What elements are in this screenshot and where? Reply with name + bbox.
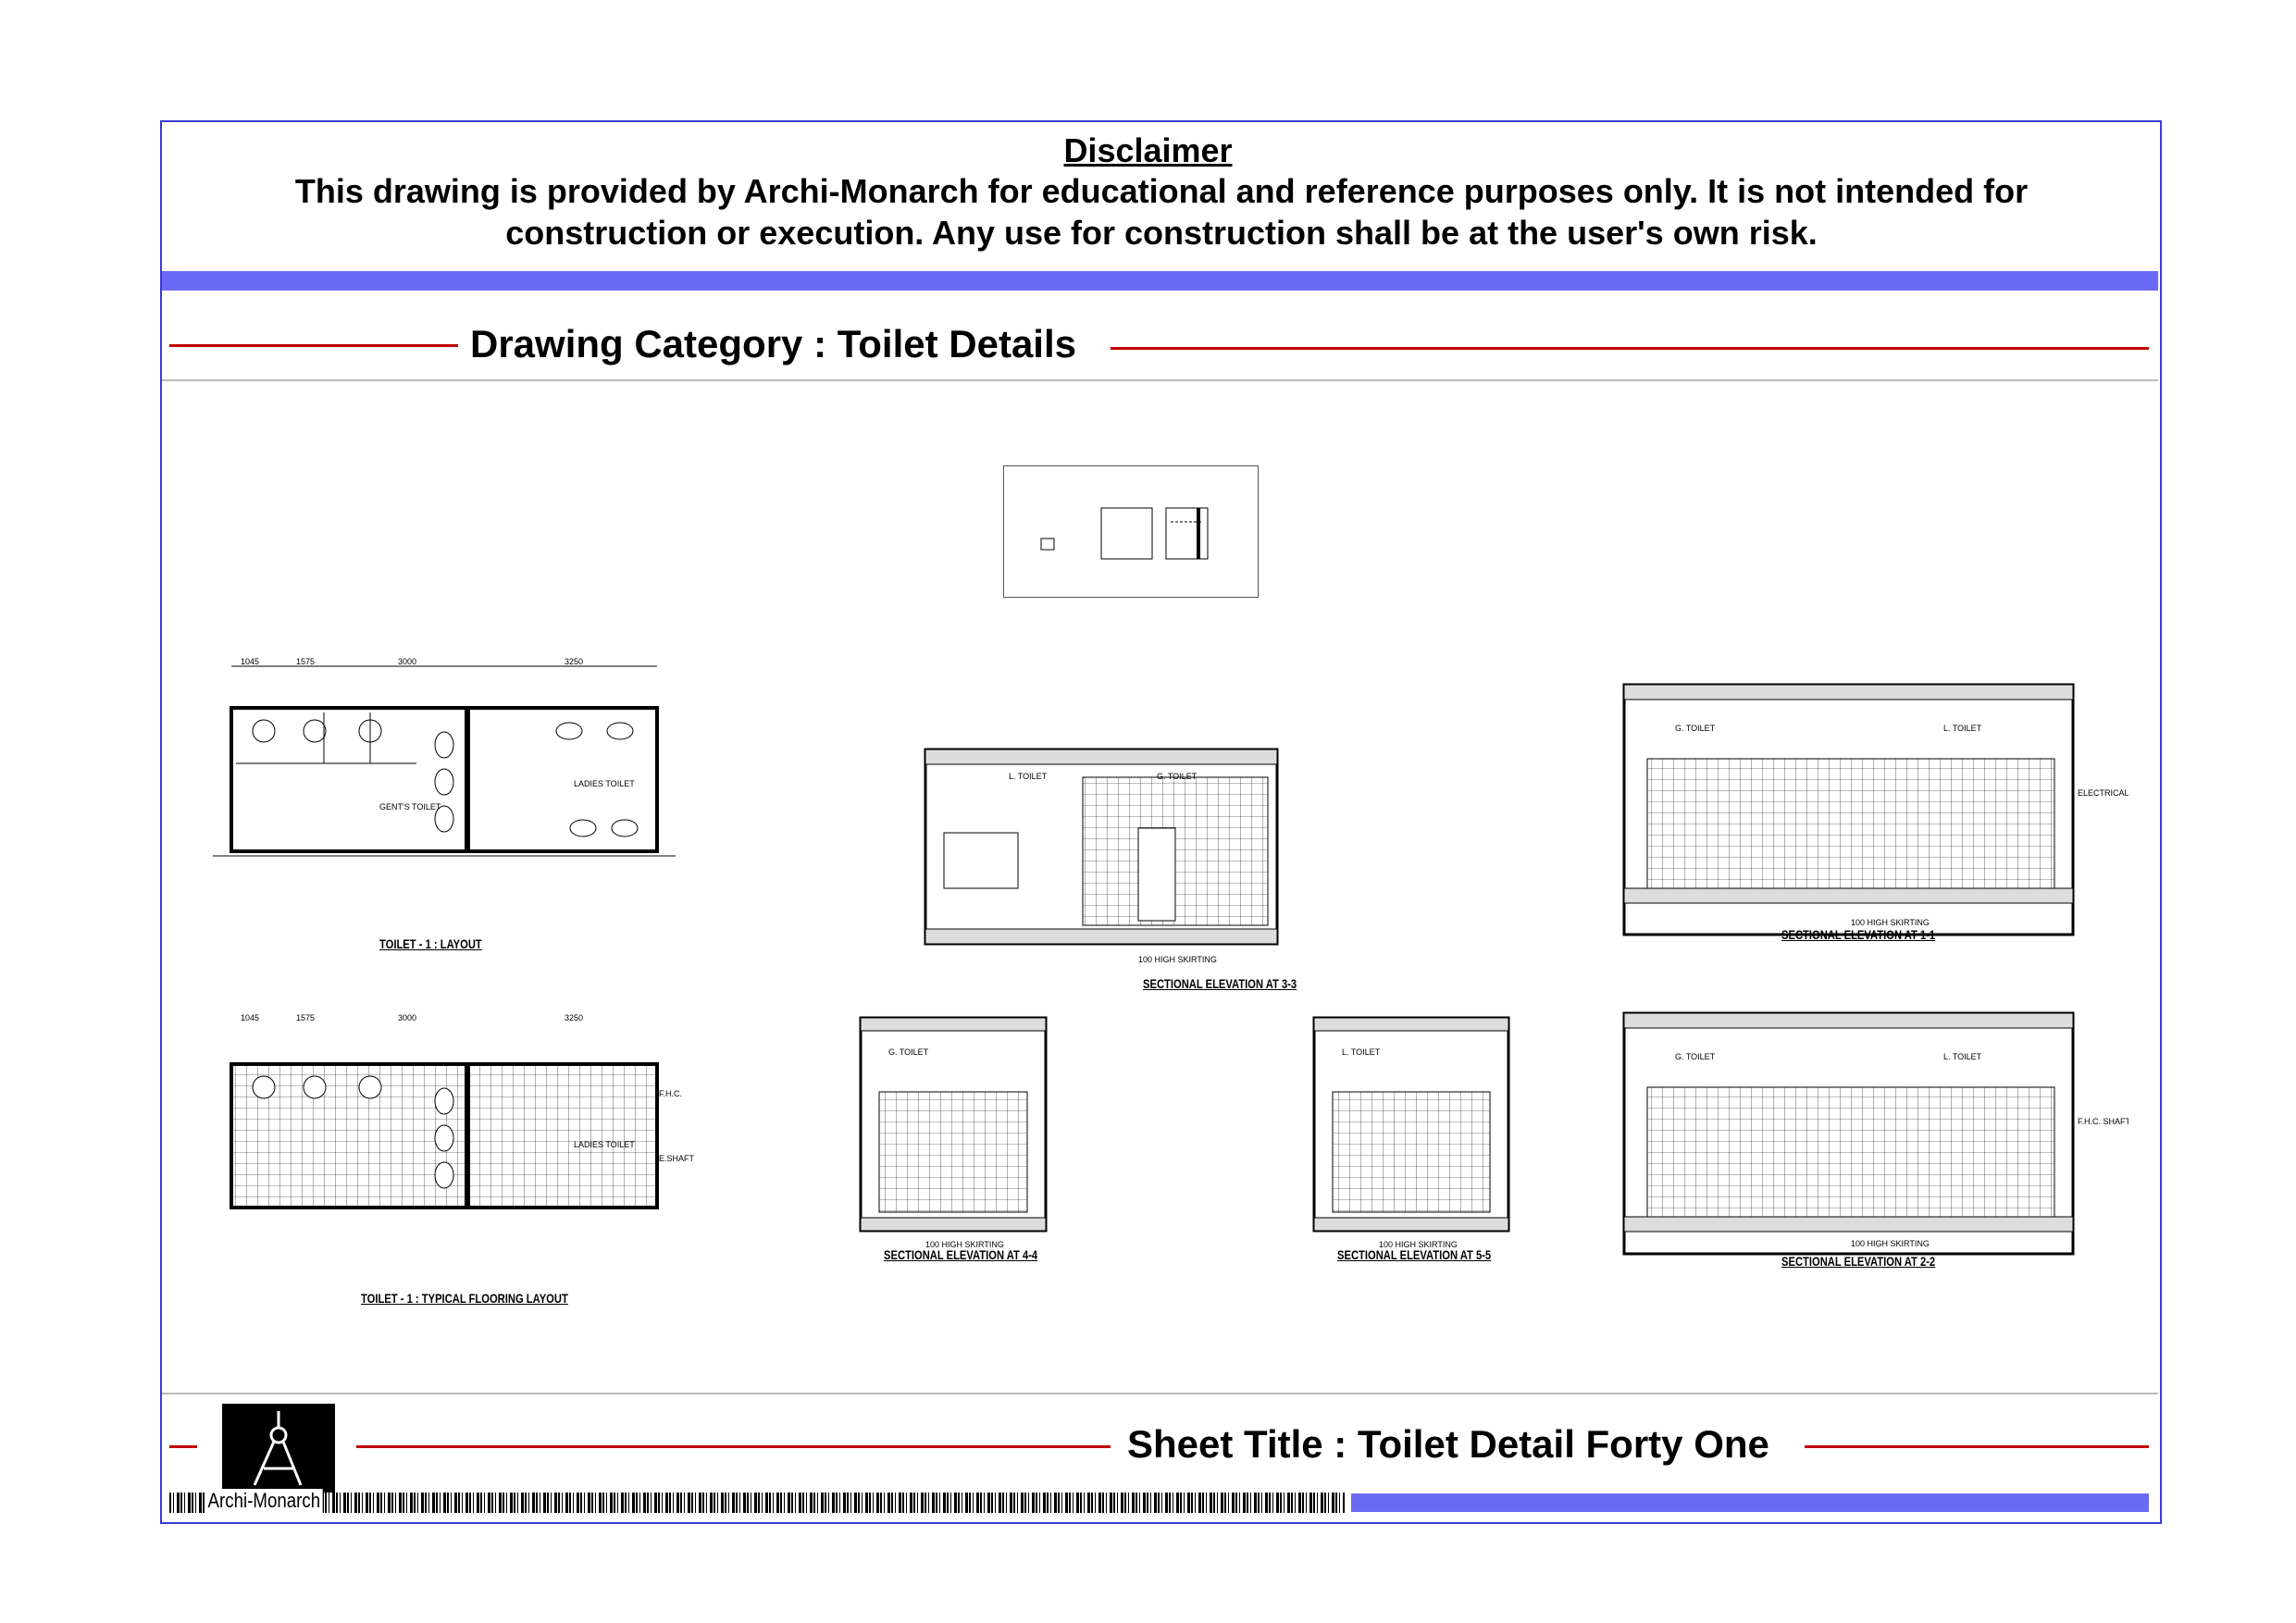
drawing-title: TOILET - 1 : TYPICAL FLOORING LAYOUT [361,1291,568,1306]
room-label: E.SHAFT [659,1154,694,1163]
footer-divider [162,1393,2158,1394]
label: L. TOILET [1342,1047,1381,1057]
brand-name: Archi-Monarch [205,1489,323,1513]
label: G. TOILET [1675,1052,1716,1061]
toilet-layout-plan: 1045 1575 3000 3250 GENT'S TOILET LADIES… [213,629,694,951]
label: L. TOILET [1943,1052,1982,1061]
drawing-title: SECTIONAL ELEVATION AT 4-4 [884,1247,1038,1262]
room-label: GENT'S TOILET [379,802,441,812]
disclaimer-title: Disclaimer [1063,131,1233,169]
header-blue-bar [162,271,2158,291]
room-label: LADIES TOILET [574,779,635,788]
sheet-border [160,120,2162,1524]
dim-label: 3250 [565,1013,583,1022]
drawing-title: SECTIONAL ELEVATION AT 1-1 [1781,927,1936,942]
drawing-category: Drawing Category : Toilet Details [470,322,1076,365]
label: F.H.C. SHAFT [2078,1117,2128,1126]
label: L. TOILET [1009,772,1048,781]
room-label: LADIES TOILET [574,1140,635,1149]
footer-blue-bar [1351,1493,2149,1512]
label: 100 HIGH SKIRTING [1851,1239,1930,1248]
drawing-title: TOILET - 1 : LAYOUT [379,936,482,951]
title-rule-right [1805,1445,2149,1448]
key-plan-thumbnail [1003,465,1259,598]
dim-label: 1045 [241,657,259,666]
label: G. TOILET [888,1047,929,1057]
archi-monarch-logo [222,1404,335,1493]
sheet-title: Sheet Title : Toilet Detail Forty One [1127,1422,1769,1466]
title-rule-left [169,1445,197,1448]
label: 100 HIGH SKIRTING [1851,918,1930,927]
dim-label: 1575 [296,1013,315,1022]
room-label: F.H.C. [659,1089,682,1098]
label: G. TOILET [1157,772,1198,781]
dim-label: 3000 [398,657,416,666]
label: 100 HIGH SKIRTING [925,1240,1004,1249]
label: 100 HIGH SKIRTING [1138,955,1217,964]
dim-label: 1575 [296,657,315,666]
label: G. TOILET [1675,724,1716,733]
label: ELECTRICAL SHAFT [2078,788,2128,798]
disclaimer-text: This drawing is provided by Archi-Monarc… [294,172,2029,252]
label: 100 HIGH SKIRTING [1379,1240,1458,1249]
drawing-title: SECTIONAL ELEVATION AT 3-3 [1143,976,1297,991]
drawing-title: SECTIONAL ELEVATION AT 2-2 [1781,1254,1936,1269]
category-rule-right [1111,347,2149,350]
dim-label: 1045 [241,1013,259,1022]
label: L. TOILET [1943,724,1982,733]
title-rule-mid [356,1445,1111,1448]
sectional-elevation-3-3: L. TOILET G. TOILET 100 HIGH SKIRTING SE… [851,694,1351,991]
divider [162,379,2158,381]
barcode-strip [169,1493,1345,1513]
sectional-elevation-1-1: G. TOILET L. TOILET 100 HIGH SKIRTING EL… [1573,657,2128,944]
drawing-title: SECTIONAL ELEVATION AT 5-5 [1337,1247,1492,1262]
category-rule-left [169,344,458,347]
dim-label: 3000 [398,1013,416,1022]
sectional-elevation-5-5: L. TOILET 100 HIGH SKIRTING SECTIONAL EL… [1305,999,1527,1262]
sectional-elevation-4-4: G. TOILET 100 HIGH SKIRTING SECTIONAL EL… [851,999,1074,1262]
sectional-elevation-2-2: G. TOILET L. TOILET 100 HIGH SKIRTING F.… [1573,985,2128,1272]
dim-label: 3250 [565,657,583,666]
toilet-flooring-plan: 1045 1575 3000 3250 LADIES TOILET E.SHAF… [213,985,694,1306]
